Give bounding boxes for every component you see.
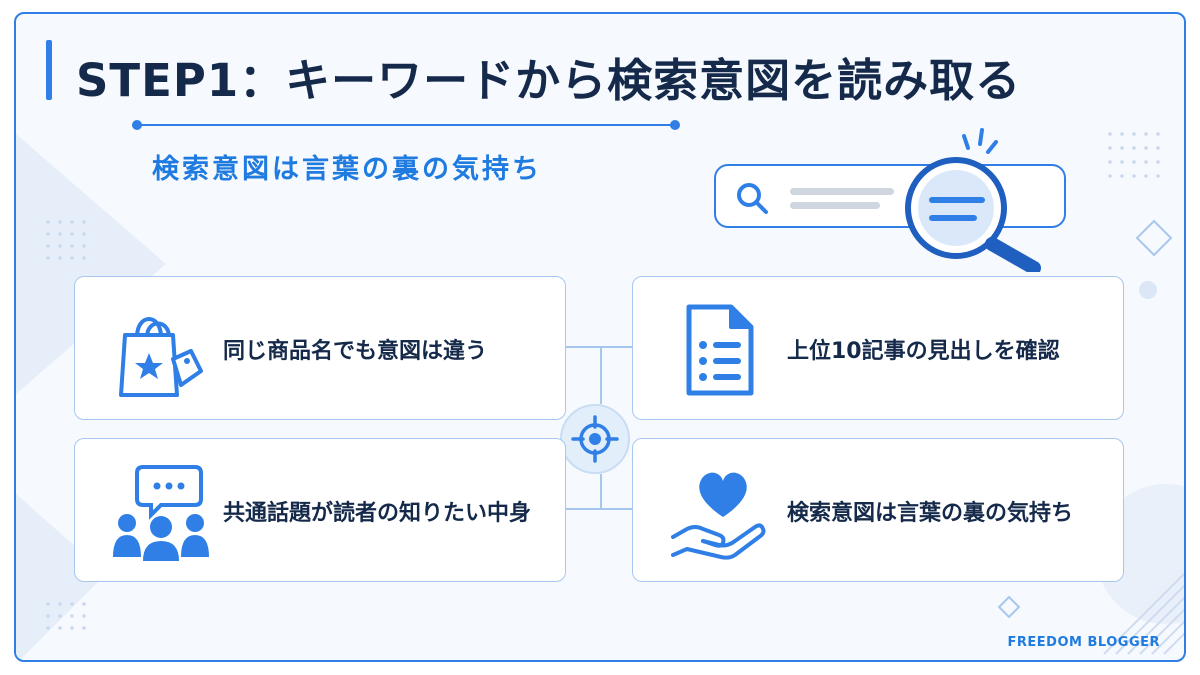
heart-hand-icon [671, 472, 766, 560]
document-list-icon [686, 304, 754, 396]
divider-dot-left [132, 120, 142, 130]
connector-bottom [566, 508, 638, 510]
title-accent-bar [46, 40, 52, 100]
card-same-product: 同じ商品名でも意図は違う [74, 276, 566, 420]
card-label: 同じ商品名でも意図は違う [223, 339, 488, 364]
connector-top [566, 346, 638, 348]
brand-footer: FREEDOM BLOGGER [1007, 635, 1160, 650]
slide-frame: STEP1：キーワードから検索意図を読み取る 検索意図は言葉の裏の気持ち [14, 12, 1186, 662]
card-search-intent-feeling: 検索意図は言葉の裏の気持ち [632, 438, 1124, 582]
placeholder-lines [790, 188, 894, 209]
card-label: 検索意図は言葉の裏の気持ち [787, 501, 1074, 526]
connector-vertical-top [600, 346, 602, 404]
people-chat-icon [113, 465, 209, 561]
connector-vertical-bottom [600, 474, 602, 510]
page-title: STEP1：キーワードから検索意図を読み取る [76, 54, 1022, 107]
card-common-topics: 共通話題が読者の知りたい中身 [74, 438, 566, 582]
card-top10-headings: 上位10記事の見出しを確認 [632, 276, 1124, 420]
subtitle-divider [136, 124, 676, 126]
search-bar-illustration [714, 164, 1066, 228]
shopping-bag-icon [119, 317, 203, 397]
divider-dot-right [670, 120, 680, 130]
target-icon [571, 415, 619, 463]
search-icon [737, 183, 768, 214]
card-label: 共通話題が読者の知りたい中身 [223, 501, 532, 526]
center-target [560, 404, 630, 474]
card-label: 上位10記事の見出しを確認 [787, 339, 1060, 364]
page-subtitle: 検索意図は言葉の裏の気持ち [152, 154, 542, 185]
